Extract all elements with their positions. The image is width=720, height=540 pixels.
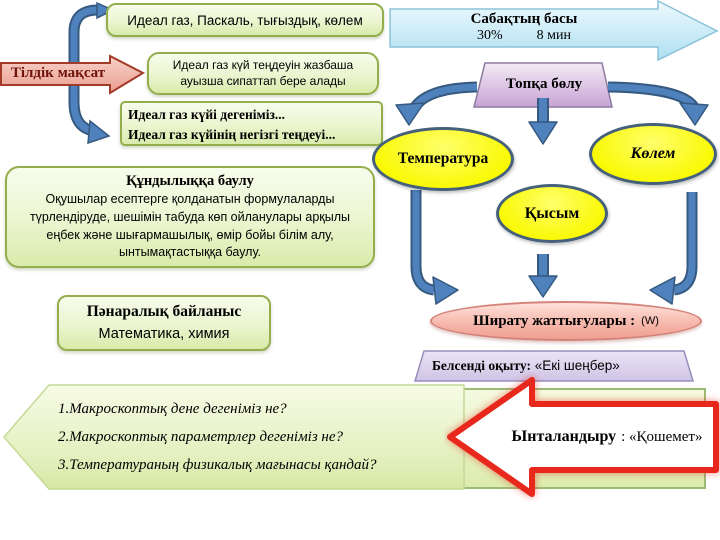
parameter-temperature: Температура (372, 127, 514, 191)
motivation-label-row: Ынталандыру : «Қошемет» (497, 425, 717, 449)
lesson-start-minutes: 8 мин (536, 27, 571, 43)
values-body: Оқушылар есептерге қолданатын формулалар… (29, 192, 351, 260)
active-learning-method: «Екі шеңбер» (534, 358, 620, 373)
motivation-method: : «Қошемет» (621, 428, 703, 445)
lesson-start-arrow-shape (389, 0, 719, 62)
language-goal-label: Тілдік мақсат (10, 64, 106, 81)
arrowhead-down-icon (87, 119, 111, 145)
vocabulary-box: Идеал газ, Паскаль, тығыздық, көлем (106, 3, 384, 37)
right-arrow-shape (389, 0, 719, 62)
describe-box: Идеал газ күй теңдеуін жазбаша ауызша си… (147, 52, 379, 95)
motivation-arrow (447, 377, 719, 497)
arrowhead-right-icon (96, 2, 115, 20)
active-learning-shape (413, 350, 695, 382)
lesson-start-title: Сабақтың басы (470, 10, 578, 27)
group-split-shape (473, 62, 613, 108)
motivation-label: Ынталандыру (511, 428, 617, 445)
lesson-start-stats: 30% 8 мин (477, 28, 571, 44)
pressure-label: Қысым (524, 204, 580, 222)
question-3: 3.Температураның физикалық мағынасы қанд… (58, 457, 377, 473)
describe-line1: Идеал газ күй теңдеуін жазбаша (172, 57, 354, 72)
right-arrow-shape (0, 54, 146, 95)
parameter-pressure: Қысым (496, 184, 608, 243)
trapezoid-shape (413, 350, 695, 382)
describe-line2: ауызша сипаттап бере алады (180, 73, 346, 88)
question-2: 2.Макроскоптық параметрлер дегеніміз не? (58, 429, 344, 445)
active-learning-label-row: Белсенді оқыту: «Екі шеңбер» (432, 358, 692, 374)
definition-box: Идеал газ күйі дегеніміз... Идеал газ кү… (120, 101, 383, 146)
warmup-label: Ширату жаттығулары : (473, 312, 636, 329)
values-title: Құндылыққа баулу (126, 173, 254, 189)
definition-line2: Идеал газ күйінің негізгі теңдеуі... (128, 127, 336, 142)
volume-label: Көлем (630, 145, 676, 162)
interdisciplinary-box: Пәнаралық байланыс Математика, химия (57, 295, 271, 351)
question-1: 1.Макроскоптық дене дегеніміз не? (58, 401, 287, 417)
temperature-label: Температура (397, 150, 489, 167)
language-goal-arrow-shape (0, 54, 146, 95)
values-box: Құндылыққа баулу Оқушылар есептерге қолд… (5, 166, 375, 268)
parameter-volume: Көлем (589, 123, 717, 185)
connector-arrows (395, 81, 709, 305)
definition-line1: Идеал газ күйі дегеніміз... (128, 107, 286, 122)
lesson-start-label: Сабақтың басы 30% 8 мин (394, 5, 654, 49)
questions-list: 1.Макроскоптық дене дегеніміз не? 2.Макр… (58, 395, 454, 479)
warmup-ellipse: Ширату жаттығулары : (W) (430, 301, 702, 341)
vocabulary-text: Идеал газ, Паскаль, тығыздық, көлем (127, 12, 363, 28)
interdisciplinary-title: Пәнаралық байланыс (86, 303, 242, 321)
lesson-start-percent: 30% (476, 27, 503, 43)
trapezoid-shape (473, 62, 613, 108)
warmup-note: (W) (641, 315, 659, 327)
interdisciplinary-subjects: Математика, химия (98, 325, 230, 342)
active-learning-label: Белсенді оқыту: (432, 358, 531, 373)
left-arrow-shape (447, 377, 719, 497)
group-split-label: Топқа бөлу (505, 75, 583, 92)
